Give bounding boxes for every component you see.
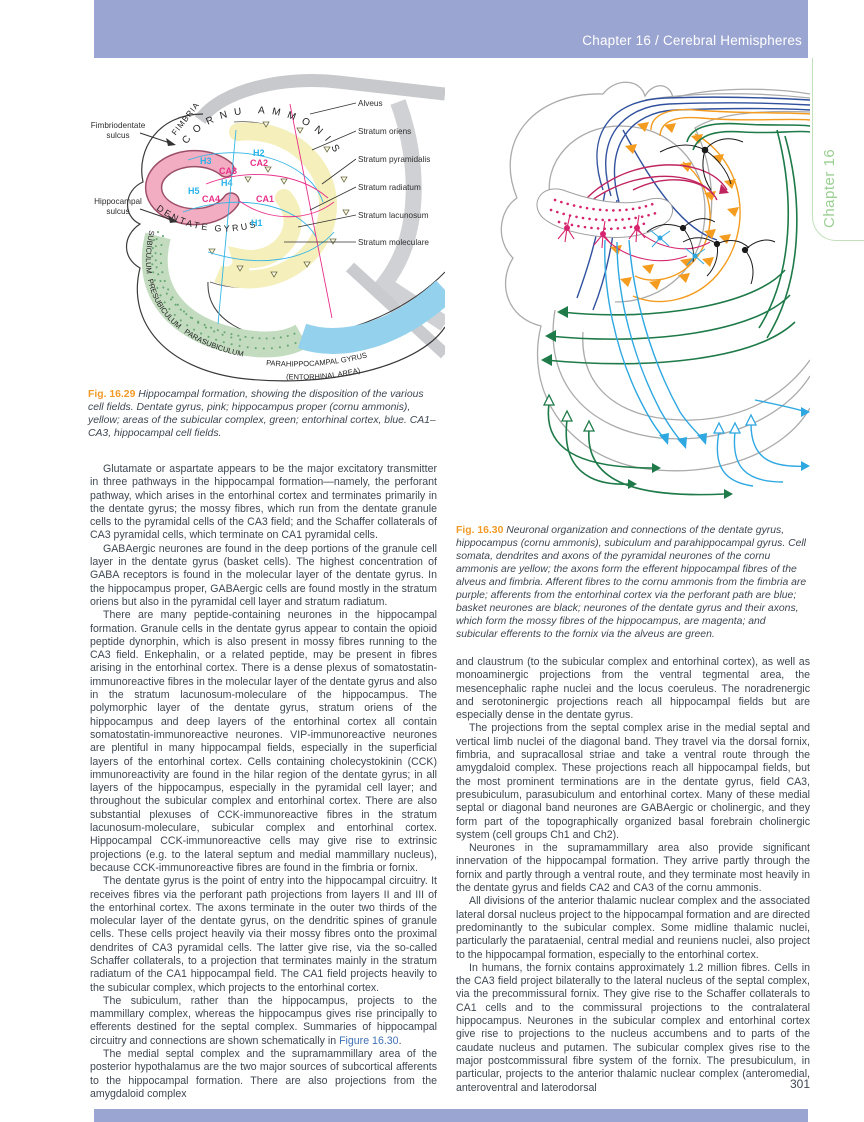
label-stratum-lacunosum: Stratum lacunosum xyxy=(358,211,429,220)
subicular-complex-band xyxy=(141,232,309,358)
label-fimbriodentate: Fimbriodentate xyxy=(91,121,146,130)
svg-text:CA4: CA4 xyxy=(202,194,220,204)
fig-16-29-illustration: CORNU AMMONIS DENTATE GYRUS SUBICULUM PR… xyxy=(88,72,454,385)
svg-text:H3: H3 xyxy=(200,156,212,166)
svg-text:CA2: CA2 xyxy=(250,158,268,168)
paragraph-text: . xyxy=(398,1034,402,1047)
chapter-side-tab: Chapter 16 xyxy=(812,58,864,241)
fig-16-30-caption: Fig. 16.30 Neuronal organization and con… xyxy=(456,524,808,641)
granule-cell-dots xyxy=(549,198,661,231)
layer-labels: Alveus Stratum oriens Stratum pyramidali… xyxy=(358,99,430,247)
cyan-neurones xyxy=(649,229,706,266)
fig-16-29-caption-text: Hippocampal formation, showing the dispo… xyxy=(88,389,436,439)
fimbria-alveus-band xyxy=(194,74,446,125)
paragraph: and claustrum (to the subicular complex … xyxy=(456,656,810,722)
svg-text:CA1: CA1 xyxy=(256,194,274,204)
dentate-gyrus-band xyxy=(146,151,239,224)
paragraph: The medial septal complex and the supram… xyxy=(90,1048,437,1100)
svg-text:sulcus: sulcus xyxy=(106,207,129,216)
cyan-arrowheads xyxy=(659,407,810,471)
paragraph-text: The subiculum, rather than the hippocamp… xyxy=(90,994,437,1047)
label-stratum-radiatum: Stratum radiatum xyxy=(358,183,421,192)
paragraph: In humans, the fornix contains approxima… xyxy=(456,961,810,1094)
paragraph: Glutamate or aspartate appears to be the… xyxy=(90,463,437,542)
outer-contour xyxy=(126,113,446,382)
paragraph: There are many peptide-containing neuron… xyxy=(90,609,437,874)
purple-arrowhead xyxy=(719,184,729,194)
green-arrowheads xyxy=(541,306,733,499)
chapter-tab-label: Chapter 16 xyxy=(821,148,838,228)
stratum-pyramidalis-band xyxy=(214,122,337,289)
chapter-header-title: Chapter 16 / Cerebral Hemispheres xyxy=(582,33,802,48)
svg-text:H2: H2 xyxy=(253,148,265,158)
paragraph: Neurones in the supramammillary area als… xyxy=(456,842,810,895)
subicular-efferent-fibres xyxy=(544,122,811,496)
label-stratum-pyramidalis: Stratum pyramidalis xyxy=(358,155,430,164)
chapter-header-banner: Chapter 16 / Cerebral Hemispheres xyxy=(94,0,808,58)
commissural-fibres xyxy=(604,239,808,487)
figure-16-30-link[interactable]: Figure 16.30 xyxy=(339,1034,399,1047)
paragraph: The dentate gyrus is the point of entry … xyxy=(90,875,437,994)
page-number: 301 xyxy=(789,1077,810,1091)
fig-16-30-svg xyxy=(500,81,811,499)
basket-neurones xyxy=(646,138,776,285)
granule-neurones xyxy=(557,214,711,262)
field-boundary-lines xyxy=(182,103,335,325)
fig-16-29-label: Fig. 16.29 xyxy=(88,389,136,400)
svg-text:CA3: CA3 xyxy=(219,166,237,176)
left-column: Glutamate or aspartate appears to be the… xyxy=(90,463,437,1101)
stipple-row xyxy=(151,239,301,350)
svg-text:H4: H4 xyxy=(221,178,233,188)
footer-banner-bar xyxy=(94,1109,808,1122)
cell-field-labels: H3 CA3 H4 H5 CA4 H2 CA2 CA1 H1 xyxy=(188,148,274,228)
paragraph: All divisions of the anterior thalamic n… xyxy=(456,895,810,961)
leader-lines xyxy=(284,102,357,243)
section-contours xyxy=(500,81,811,472)
svg-text:sulcus: sulcus xyxy=(106,131,129,140)
paragraph: GABAergic neurones are found in the deep… xyxy=(90,542,437,608)
pyramidal-cell-somata xyxy=(610,122,739,290)
fig-16-29-caption: Fig. 16.29 Hippocampal formation, showin… xyxy=(88,388,440,440)
sulcus-labels: Fimbriodentate sulcus Hippocampal sulcus xyxy=(91,121,146,216)
svg-text:H5: H5 xyxy=(188,186,200,196)
fig-16-30-caption-text: Neuronal organization and connections of… xyxy=(456,525,807,640)
fig-16-29-svg: CORNU AMMONIS DENTATE GYRUS SUBICULUM PR… xyxy=(91,74,454,382)
fig-16-30-label: Fig. 16.30 xyxy=(456,525,504,536)
stipple-row xyxy=(154,231,301,340)
stipple-row xyxy=(159,235,243,341)
fig-16-30-illustration xyxy=(455,70,811,518)
right-column: and claustrum (to the subicular complex … xyxy=(456,656,810,1095)
arrow-icon xyxy=(139,132,178,223)
label-alveus: Alveus xyxy=(358,99,383,108)
label-stratum-moleculare: Stratum moleculare xyxy=(358,238,429,247)
paragraph: The subiculum, rather than the hippocamp… xyxy=(90,995,437,1048)
label-stratum-oriens: Stratum oriens xyxy=(358,127,411,136)
entorhinal-cortex-band xyxy=(297,280,454,354)
label-hippocampal-sulcus: Hippocampal xyxy=(94,197,142,206)
paragraph: The projections from the septal complex … xyxy=(456,722,810,841)
svg-text:H1: H1 xyxy=(251,218,263,228)
